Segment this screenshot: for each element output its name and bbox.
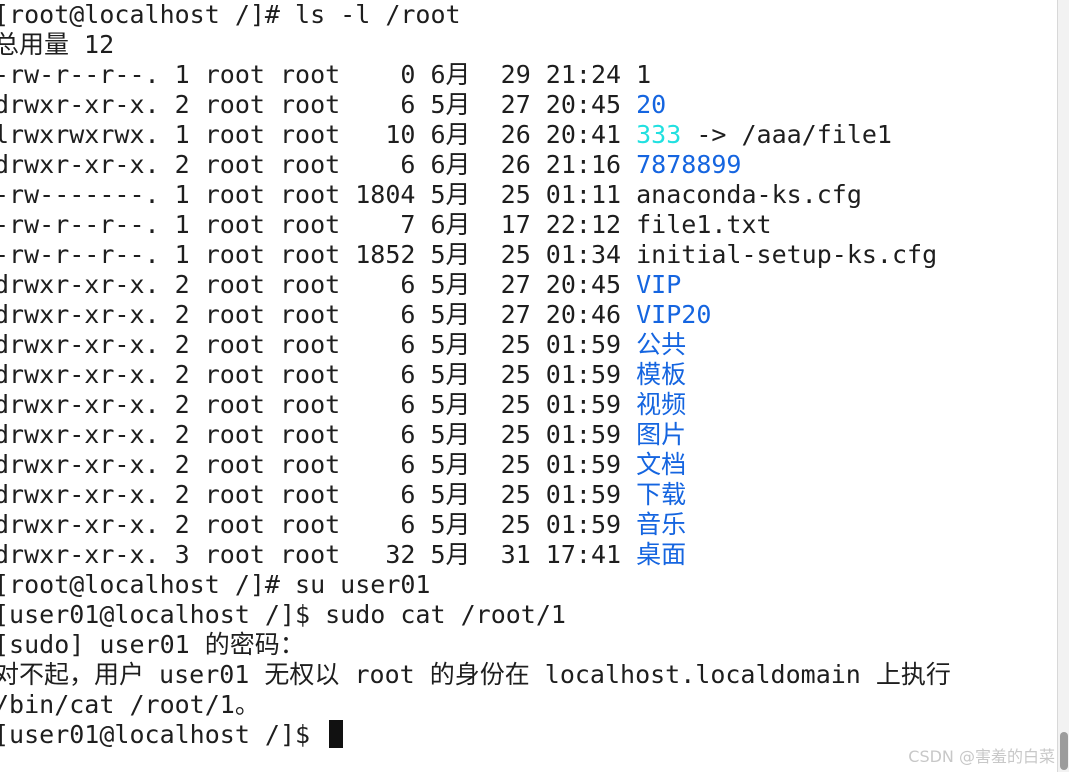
directory-name: 7878899 [636, 150, 742, 179]
terminal-line: drwxr-xr-x. 2 root root 6 5月 27 20:45 20 [0, 90, 1054, 120]
file-name: 1 [636, 60, 652, 89]
directory-name: 下载 [636, 480, 687, 509]
terminal-line: drwxr-xr-x. 2 root root 6 5月 25 01:59 下载 [0, 480, 1054, 510]
line-text: 总用量 12 [0, 30, 115, 59]
directory-name: 20 [636, 90, 667, 119]
line-text: -rw-r--r--. 1 root root 7 6月 17 22:12 [0, 210, 637, 239]
terminal-line: [root@localhost /]# su user01 [0, 570, 1054, 600]
terminal-line: drwxr-xr-x. 2 root root 6 5月 25 01:59 模板 [0, 360, 1054, 390]
line-text: [user01@localhost /]$ sudo cat /root/1 [0, 600, 566, 629]
line-text: drwxr-xr-x. 2 root root 6 5月 25 01:59 [0, 450, 637, 479]
terminal-line: -rw-------. 1 root root 1804 5月 25 01:11… [0, 180, 1054, 210]
terminal-line: -rw-r--r--. 1 root root 1852 5月 25 01:34… [0, 240, 1054, 270]
directory-name: VIP [636, 270, 682, 299]
directory-name: 视频 [636, 390, 687, 419]
line-text: drwxr-xr-x. 2 root root 6 5月 25 01:59 [0, 390, 637, 419]
directory-name: 模板 [636, 360, 687, 389]
terminal-line: [sudo] user01 的密码： [0, 630, 1054, 660]
line-text: /bin/cat /root/1。 [0, 690, 260, 719]
terminal-line: /bin/cat /root/1。 [0, 690, 1054, 720]
terminal-line: drwxr-xr-x. 2 root root 6 5月 25 01:59 视频 [0, 390, 1054, 420]
directory-name: 桌面 [636, 540, 687, 569]
file-name: initial-setup-ks.cfg [636, 240, 938, 269]
terminal-line: drwxr-xr-x. 2 root root 6 5月 25 01:59 音乐 [0, 510, 1054, 540]
directory-name: 音乐 [636, 510, 687, 539]
terminal-line: lrwxrwxrwx. 1 root root 10 6月 26 20:41 3… [0, 120, 1054, 150]
symlink-name: 333 [636, 120, 682, 149]
terminal-line: -rw-r--r--. 1 root root 0 6月 29 21:24 1 [0, 60, 1054, 90]
terminal-line: drwxr-xr-x. 2 root root 6 5月 27 20:46 VI… [0, 300, 1054, 330]
line-text: -rw-r--r--. 1 root root 1852 5月 25 01:34 [0, 240, 637, 269]
line-text: drwxr-xr-x. 3 root root 32 5月 31 17:41 [0, 540, 637, 569]
line-text: [sudo] user01 的密码： [0, 630, 305, 659]
line-text: 对不起，用户 user01 无权以 root 的身份在 localhost.lo… [0, 660, 951, 689]
terminal-line: drwxr-xr-x. 2 root root 6 5月 25 01:59 图片 [0, 420, 1054, 450]
line-text: drwxr-xr-x. 2 root root 6 5月 25 01:59 [0, 510, 637, 539]
line-text: drwxr-xr-x. 2 root root 6 5月 25 01:59 [0, 330, 637, 359]
line-text: [user01@localhost /]$ [0, 720, 326, 749]
line-text: [root@localhost /]# su user01 [0, 570, 431, 599]
terminal-line: drwxr-xr-x. 3 root root 32 5月 31 17:41 桌… [0, 540, 1054, 570]
watermark: CSDN @害羞的白菜 [908, 747, 1055, 766]
directory-name: 公共 [636, 330, 687, 359]
terminal-line: [user01@localhost /]$ [0, 720, 1054, 750]
line-text: drwxr-xr-x. 2 root root 6 5月 25 01:59 [0, 420, 637, 449]
directory-name: 图片 [636, 420, 687, 449]
line-text: drwxr-xr-x. 2 root root 6 5月 27 20:46 [0, 300, 637, 329]
terminal-line: 总用量 12 [0, 30, 1054, 60]
terminal-line: [user01@localhost /]$ sudo cat /root/1 [0, 600, 1054, 630]
line-text: drwxr-xr-x. 2 root root 6 5月 25 01:59 [0, 360, 637, 389]
directory-name: 文档 [636, 450, 687, 479]
line-text: drwxr-xr-x. 2 root root 6 5月 25 01:59 [0, 480, 637, 509]
terminal-line: -rw-r--r--. 1 root root 7 6月 17 22:12 fi… [0, 210, 1054, 240]
terminal-line: drwxr-xr-x. 2 root root 6 5月 25 01:59 文档 [0, 450, 1054, 480]
line-text: lrwxrwxrwx. 1 root root 10 6月 26 20:41 [0, 120, 637, 149]
symlink-target: -> /aaa/file1 [681, 120, 892, 149]
line-text: -rw-------. 1 root root 1804 5月 25 01:11 [0, 180, 637, 209]
text-cursor[interactable] [329, 720, 344, 748]
terminal-line: drwxr-xr-x. 2 root root 6 5月 25 01:59 公共 [0, 330, 1054, 360]
scrollbar-thumb[interactable] [1060, 732, 1068, 770]
line-text: [root@localhost /]# ls -l /root [0, 0, 461, 29]
line-text: drwxr-xr-x. 2 root root 6 6月 26 21:16 [0, 150, 637, 179]
terminal-line: drwxr-xr-x. 2 root root 6 5月 27 20:45 VI… [0, 270, 1054, 300]
terminal-line: [root@localhost /]# ls -l /root [0, 0, 1054, 30]
file-name: anaconda-ks.cfg [636, 180, 862, 209]
line-text: drwxr-xr-x. 2 root root 6 5月 27 20:45 [0, 270, 637, 299]
vertical-scrollbar[interactable] [1057, 0, 1069, 772]
directory-name: VIP20 [636, 300, 712, 329]
file-name: file1.txt [636, 210, 772, 239]
terminal-line: 对不起，用户 user01 无权以 root 的身份在 localhost.lo… [0, 660, 1054, 690]
terminal-line: drwxr-xr-x. 2 root root 6 6月 26 21:16 78… [0, 150, 1054, 180]
line-text: -rw-r--r--. 1 root root 0 6月 29 21:24 [0, 60, 637, 89]
line-text: drwxr-xr-x. 2 root root 6 5月 27 20:45 [0, 90, 637, 119]
